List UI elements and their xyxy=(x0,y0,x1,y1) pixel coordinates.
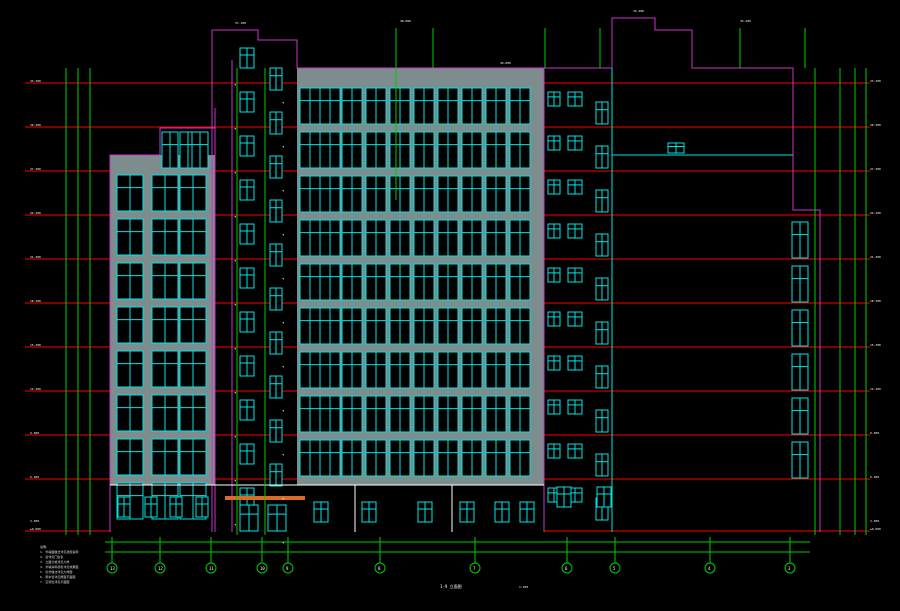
note-line: 5. 栏杆做法详见大样图 xyxy=(40,570,73,574)
axis-label: 7 xyxy=(473,566,476,571)
floor-mark: ▾ xyxy=(282,452,284,457)
drawing-scale: 1:100 xyxy=(519,585,529,589)
note-line: 3. 立面分格详见大样 xyxy=(40,560,70,564)
floor-mark: ▾ xyxy=(282,188,284,193)
axis-label: 5 xyxy=(613,566,616,571)
floor-mark: ▾ xyxy=(282,540,284,545)
roof-level-label: 37.100 xyxy=(235,21,246,25)
level-label-left: 3.300 xyxy=(30,519,39,523)
level-label-right: ±0.000 xyxy=(870,527,881,531)
level-label-right: 18.300 xyxy=(870,299,881,303)
floor-mark: ▾ xyxy=(282,364,284,369)
axis-bubble xyxy=(469,562,481,574)
floor-mark: ▾ xyxy=(234,390,236,395)
level-label-right: 21.300 xyxy=(870,255,881,259)
floor-mark: ▾ xyxy=(282,320,284,325)
level-label-left: 30.300 xyxy=(30,123,41,127)
drawing-title: 1-9 立面图 xyxy=(440,584,462,589)
floor-mark: ▾ xyxy=(282,232,284,237)
axis-bubble xyxy=(784,562,796,574)
notes-heading: 说明: xyxy=(40,545,48,549)
level-label-right: 24.300 xyxy=(870,211,881,215)
level-label-left: 24.300 xyxy=(30,211,41,215)
note-line: 1. 外墙面做法详见建施说明 xyxy=(40,550,79,554)
note-line: 7. 空调位详见平面图 xyxy=(40,580,70,584)
floor-mark: ▾ xyxy=(282,100,284,105)
floor-mark: ▾ xyxy=(282,408,284,413)
axis-bubble xyxy=(256,562,268,574)
axis-bubble xyxy=(282,562,294,574)
floor-mark: ▾ xyxy=(282,144,284,149)
floor-mark: ▾ xyxy=(234,302,236,307)
left-wing-outline xyxy=(109,108,216,532)
level-label-right: 6.300 xyxy=(870,475,879,479)
axis-label: 12 xyxy=(158,566,163,571)
level-label-left: 33.300 xyxy=(30,79,41,83)
level-label-left: 9.300 xyxy=(30,431,39,435)
floor-mark: ▾ xyxy=(234,126,236,131)
level-label-right: 12.300 xyxy=(870,387,881,391)
floor-mark: ▾ xyxy=(234,170,236,175)
floor-mark: ▾ xyxy=(234,522,236,527)
axis-label: 9 xyxy=(286,566,289,571)
axis-bubble xyxy=(561,562,573,574)
axis-label: 3 xyxy=(788,566,791,571)
floor-mark: ▾ xyxy=(234,434,236,439)
level-label-right: 33.300 xyxy=(870,79,881,83)
roof-level-label: 38.800 xyxy=(400,19,411,23)
floor-mark: ▾ xyxy=(234,478,236,483)
axis-bubble xyxy=(609,562,621,574)
floor-mark: ▾ xyxy=(234,258,236,263)
axis-bubble xyxy=(106,562,118,574)
note-line: 4. 外墙涂料颜色详见效果图 xyxy=(40,565,79,569)
level-label-left: 18.300 xyxy=(30,299,41,303)
level-label-right: 3.300 xyxy=(870,519,879,523)
level-label-right: 15.300 xyxy=(870,343,881,347)
axis-bubble xyxy=(704,562,716,574)
level-label-right: 30.300 xyxy=(870,123,881,127)
axis-bubble xyxy=(154,562,166,574)
axis-label: 10 xyxy=(260,566,265,571)
roof-level-label: 35.200 xyxy=(740,19,751,23)
axis-label: 8 xyxy=(378,566,381,571)
floor-mark: ▾ xyxy=(282,276,284,281)
roof-level-label: 36.000 xyxy=(500,61,511,65)
level-label-left: 21.300 xyxy=(30,255,41,259)
floor-mark: ▾ xyxy=(282,496,284,501)
axis-label: 11 xyxy=(209,566,214,571)
level-label-left: 27.300 xyxy=(30,167,41,171)
level-label-right: 9.300 xyxy=(870,431,879,435)
axis-label: 13 xyxy=(110,566,115,571)
notes-block: 说明: 1. 外墙面做法详见建施说明 2. 窗详见门窗表 3. 立面分格详见大样… xyxy=(40,545,78,585)
level-label-left: ±0.000 xyxy=(30,527,41,531)
roof-level-label: 34.200 xyxy=(633,9,644,13)
level-label-left: 12.300 xyxy=(30,387,41,391)
axis-bubble xyxy=(374,562,386,574)
axis-bubble xyxy=(205,562,217,574)
floor-mark: ▾ xyxy=(234,214,236,219)
axis-label: 6 xyxy=(565,566,568,571)
level-label-right: 27.300 xyxy=(870,167,881,171)
right-block-outline xyxy=(611,17,821,532)
note-line: 6. 雨水管详见屋面平面图 xyxy=(40,575,76,579)
level-label-left: 15.300 xyxy=(30,343,41,347)
axis-label: 4 xyxy=(708,566,711,571)
note-line: 2. 窗详见门窗表 xyxy=(40,555,64,559)
floor-mark: ▾ xyxy=(234,346,236,351)
floor-mark: ▾ xyxy=(234,82,236,87)
level-label-left: 6.300 xyxy=(30,475,39,479)
